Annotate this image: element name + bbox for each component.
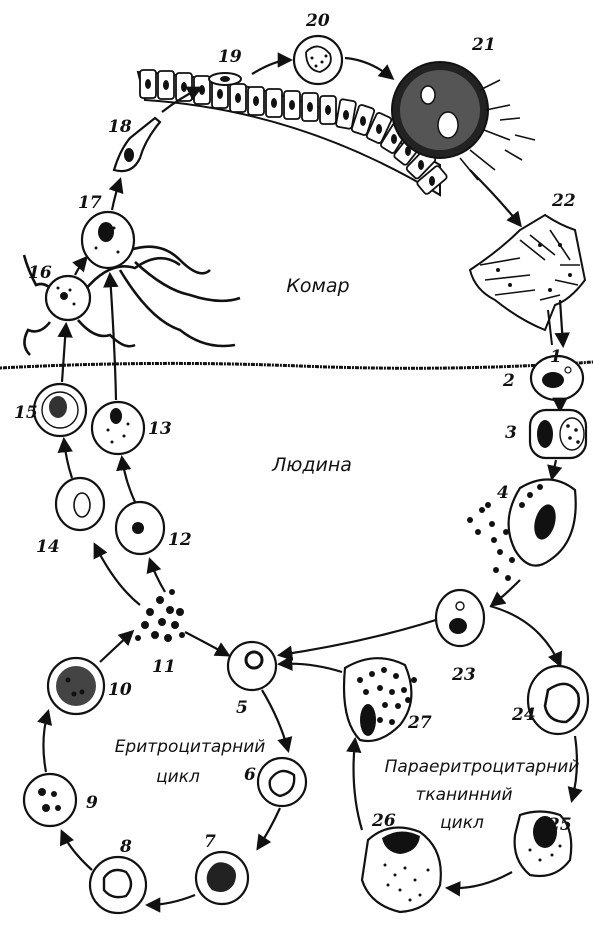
arrow-26-27: [354, 740, 362, 830]
stage-number-12: 12: [168, 530, 192, 550]
arrow-17-18: [112, 180, 120, 210]
human-label: Людина: [271, 454, 352, 476]
host-divider-line: [0, 362, 593, 368]
arrow-20-21: [345, 58, 392, 78]
stage-number-24: 24: [511, 705, 536, 725]
stage-12-young-gametocyte: [116, 502, 164, 554]
stage-number-5: 5: [236, 698, 248, 718]
exo-cycle-label-2: тканинний: [415, 785, 512, 805]
stage-number-14: 14: [36, 537, 60, 557]
arrow-3-4: [552, 460, 556, 478]
arrow-23-24: [490, 606, 560, 665]
arrow-4-23: [492, 580, 520, 605]
stage-number-2: 2: [502, 371, 515, 391]
arrow-9-10: [43, 712, 48, 772]
stage-number-3: 3: [505, 423, 517, 443]
stage-number-10: 10: [108, 680, 132, 700]
stage-number-18: 18: [108, 117, 132, 137]
arrow-10-11: [100, 632, 132, 662]
arrow-27-5: [280, 664, 342, 672]
stage-22-salivary-gland: [470, 215, 585, 345]
stage-number-9: 9: [86, 793, 98, 813]
stage-number-25: 25: [547, 815, 572, 835]
arrow-15-16: [62, 325, 66, 382]
stage-number-1: 1: [550, 347, 562, 367]
stage-23-merozoite-cell: [436, 590, 484, 646]
stage-6-trophozoite: [258, 758, 306, 806]
arrow-16-17: [75, 258, 86, 275]
stage-number-26: 26: [371, 811, 396, 831]
stage-27-ruptured-tissue-schizont: [344, 658, 417, 741]
arrow-11-5: [185, 632, 228, 655]
stage-11-merozoites: [135, 589, 185, 642]
erythrocytic-cycle-label-1: Еритроцитарний: [115, 737, 266, 757]
arrow-5-6: [262, 690, 288, 750]
stage-7-amoeboid-trophozoite: [196, 852, 248, 904]
stage-5-ring-trophozoite: [228, 642, 276, 690]
stage-3-liver-schizont: [530, 410, 586, 458]
stage-24-tissue-trophozoite: [528, 666, 588, 734]
stage-number-11: 11: [152, 657, 176, 677]
arrow-14-15: [64, 440, 72, 478]
arrow-12-13: [122, 458, 135, 502]
stage-17-fertilization: [82, 212, 240, 346]
stage-number-19: 19: [218, 47, 242, 67]
mosquito-label: Комар: [286, 275, 349, 297]
stage-number-4: 4: [497, 483, 509, 503]
stage-number-27: 27: [407, 713, 432, 733]
stage-number-15: 15: [14, 403, 38, 423]
stage-number-8: 8: [119, 837, 132, 857]
arrow-8-9: [62, 832, 92, 870]
stage-number-23: 23: [451, 665, 476, 685]
stage-number-13: 13: [148, 419, 172, 439]
stage-4-ruptured-schizont: [467, 479, 576, 581]
stage-number-20: 20: [305, 11, 330, 31]
stage-number-22: 22: [551, 191, 576, 211]
stage-number-6: 6: [244, 765, 256, 785]
arrow-22-1: [560, 300, 563, 345]
stage-9-schizont: [24, 774, 76, 826]
stage-number-17: 17: [78, 193, 102, 213]
stage-number-21: 21: [471, 35, 496, 55]
arrow-21-22: [470, 170, 520, 225]
arrow-19-20: [252, 60, 290, 74]
stage-14-young-gametocyte: [56, 478, 104, 530]
stage-10-mature-schizont: [48, 658, 104, 714]
arrow-11-12: [150, 560, 165, 592]
exo-cycle-label-3: цикл: [440, 813, 484, 833]
stage-8-schizont: [90, 857, 146, 913]
exo-cycle-label-1: Параеритроцитарний: [385, 757, 580, 777]
stage-20-oocyst: [294, 36, 342, 84]
erythrocytic-cycle-label-2: цикл: [156, 767, 200, 787]
stage-number-7: 7: [204, 832, 216, 852]
stage-number-16: 16: [28, 263, 52, 283]
stage-26-mature-tissue-schizont: [362, 828, 441, 913]
arrow-4-5: [280, 612, 460, 655]
stage-13-gametocyte: [92, 402, 144, 454]
stage-15-gametocyte: [34, 384, 86, 436]
arrow-7-8: [148, 895, 195, 905]
arrow-25-26: [448, 872, 512, 888]
arrow-6-7: [258, 808, 280, 848]
